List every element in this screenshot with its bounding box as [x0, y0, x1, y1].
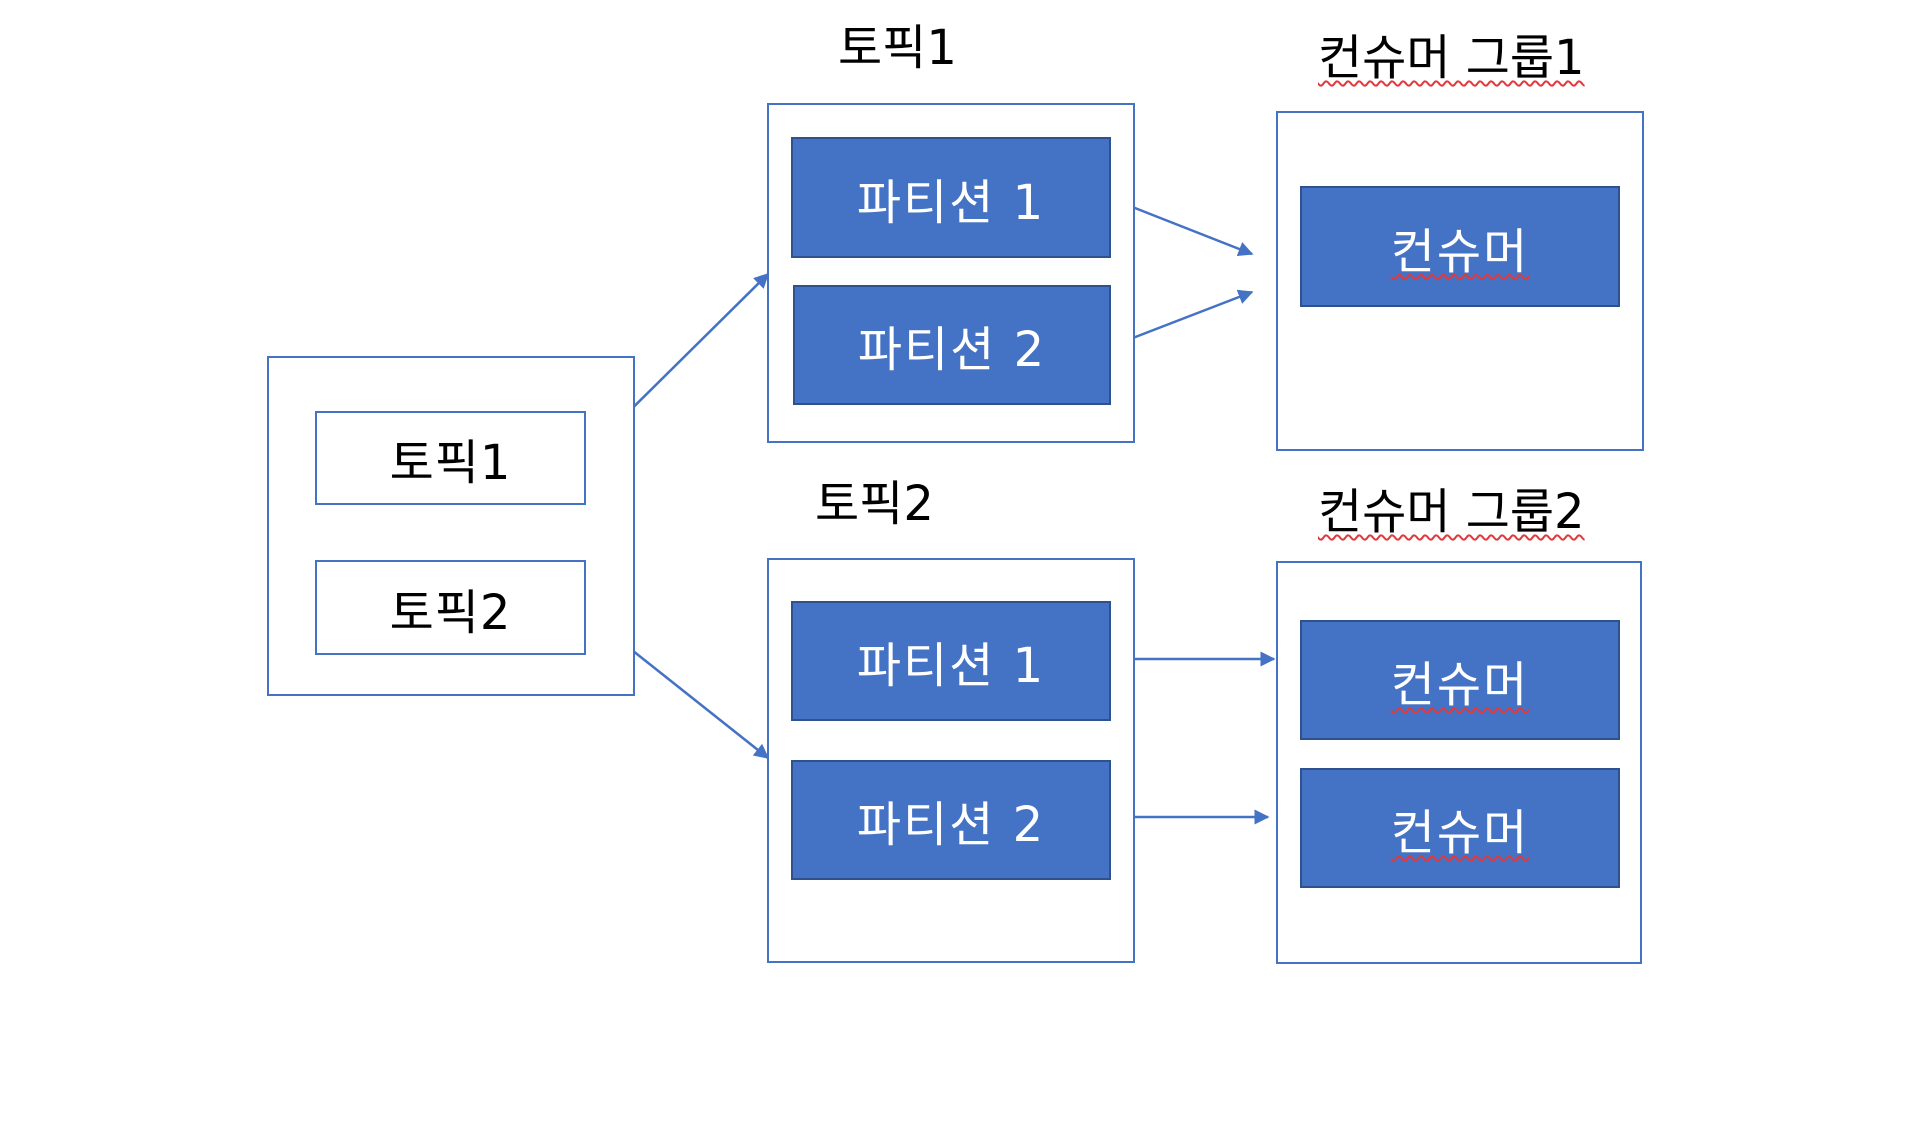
source-topic-item-1-label: 토픽1	[389, 435, 512, 491]
topic2-title: 토픽2	[815, 476, 934, 532]
topic2-partition-2-label: 파티션 2	[856, 797, 1046, 853]
consumer-group2-consumer-1-label: 컨슈머	[1390, 657, 1530, 713]
topic2-partition-1-label: 파티션 1	[856, 638, 1046, 694]
topic1-partition-2: 파티션 2	[793, 285, 1111, 405]
topic1-partition-1: 파티션 1	[791, 137, 1111, 258]
consumer-group2-title-text: 컨슈머 그룹2	[1318, 484, 1585, 540]
consumer-group1-title-text: 컨슈머 그룹1	[1318, 30, 1585, 86]
consumer-group1-consumer-1: 컨슈머	[1300, 186, 1620, 307]
source-topic-item-2-label: 토픽2	[389, 584, 512, 641]
arrow-topic1-partition1-to-group1	[1111, 197, 1254, 257]
topic2-partition-2: 파티션 2	[791, 760, 1111, 880]
topic1-partition-2-label: 파티션 2	[857, 322, 1047, 378]
topic1-partition-1-label: 파티션 1	[856, 174, 1046, 231]
consumer-group1-title: 컨슈머 그룹1	[1318, 34, 1585, 82]
consumer-group1-consumer-1-label: 컨슈머	[1390, 223, 1530, 280]
consumer-group2-consumer-2-label: 컨슈머	[1390, 805, 1530, 861]
source-topic-item-2: 토픽2	[315, 560, 586, 655]
topic2-partition-1: 파티션 1	[791, 601, 1111, 721]
topic1-title: 토픽1	[838, 20, 957, 76]
consumer-group2-consumer-2: 컨슈머	[1300, 768, 1620, 888]
source-topic-item-1: 토픽1	[315, 411, 586, 505]
consumer-group2-title: 컨슈머 그룹2	[1318, 488, 1585, 536]
consumer-group2-consumer-1: 컨슈머	[1300, 620, 1620, 740]
arrow-topic1-partition2-to-group1	[1111, 289, 1254, 348]
